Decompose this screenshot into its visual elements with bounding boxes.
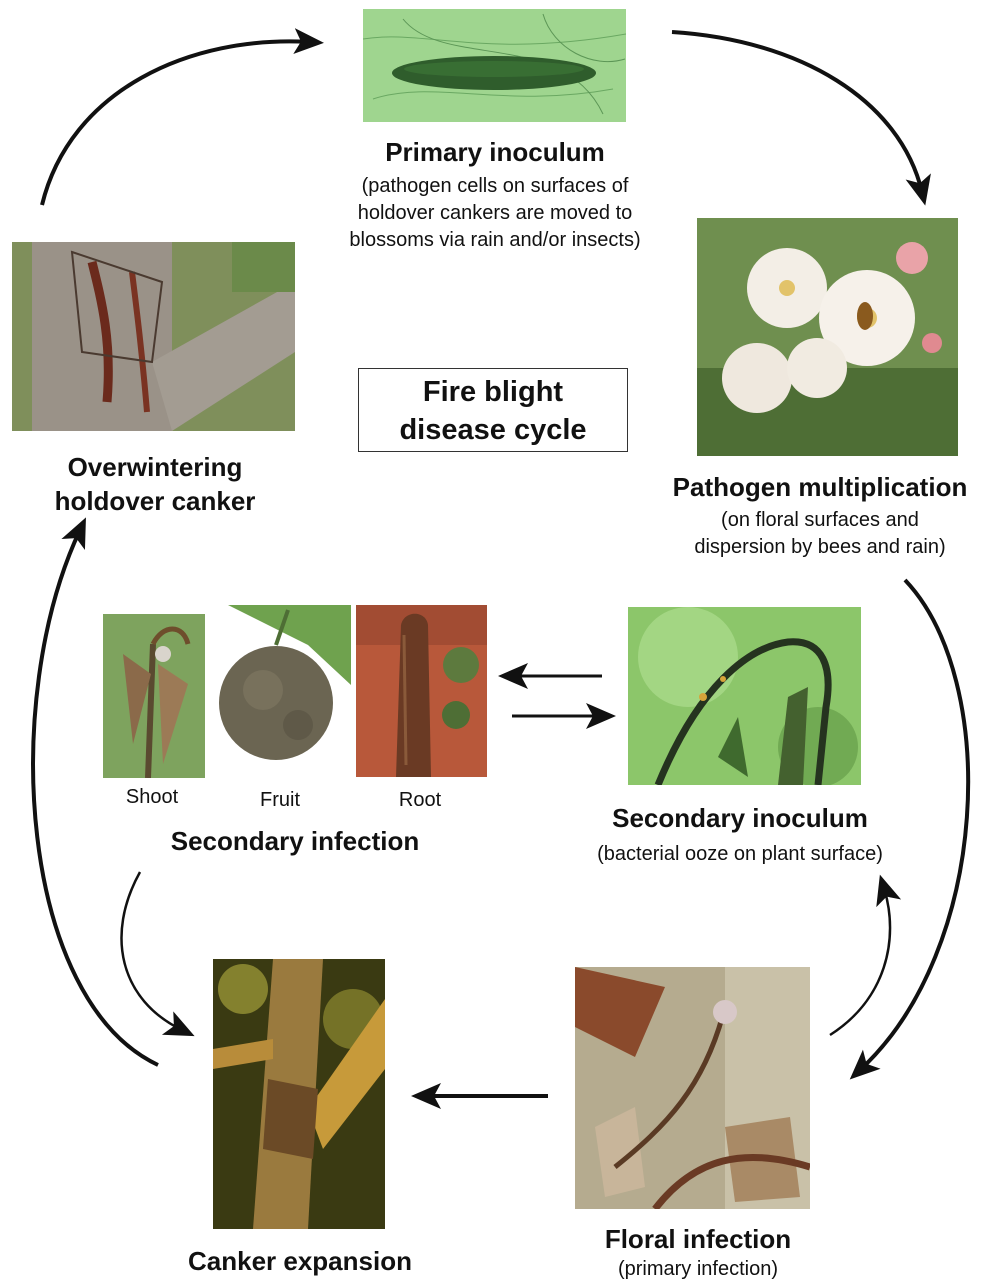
arrow-secondary-infection-to-canker [121,872,182,1030]
fruit-infection-image [208,605,351,775]
holdover-canker-image [12,242,295,431]
pathogen-multiplication-line-2: dispersion by bees and rain) [650,534,990,561]
diagram-title-line-2: disease cycle [359,411,627,449]
fruit-label: Fruit [230,789,330,812]
apple-blossom-bee-image [697,218,958,456]
diagram-title-line-1: Fire blight [359,373,627,411]
floral-infection-title: Floral infection [548,1224,848,1255]
root-label: Root [370,789,470,812]
diagram-title-box: Fire blight disease cycle [358,368,628,452]
canker-expansion-image [213,959,385,1229]
secondary-inoculum-title: Secondary inoculum [585,803,895,834]
pathogen-multiplication-title: Pathogen multiplication [640,472,990,503]
canker-expansion-title: Canker expansion [150,1246,450,1277]
arrow-floral-to-secondary-inoculum [830,888,890,1035]
pathogen-multiplication-description: (on floral surfaces and dispersion by be… [650,507,990,561]
floral-infection-description: (primary infection) [548,1258,848,1281]
overwintering-line-2: holdover canker [20,484,290,518]
primary-inoculum-title: Primary inoculum [330,137,660,168]
bacterium-micrograph-image [363,9,626,122]
primary-inoculum-line-3: blossoms via rain and/or insects) [300,227,690,254]
primary-inoculum-line-2: holdover cankers are moved to [300,200,690,227]
secondary-inoculum-description: (bacterial ooze on plant surface) [560,843,920,866]
secondary-infection-title: Secondary infection [140,826,450,857]
arrow-overwintering-to-primary [42,41,310,205]
shoot-infection-image [103,614,205,778]
root-infection-image [356,605,487,777]
floral-infection-image [575,967,810,1209]
overwintering-line-1: Overwintering [20,450,290,484]
overwintering-title: Overwintering holdover canker [20,450,290,518]
shoot-label: Shoot [100,786,204,809]
pathogen-multiplication-line-1: (on floral surfaces and [650,507,990,534]
bacterial-ooze-image [628,607,861,785]
primary-inoculum-line-1: (pathogen cells on surfaces of [300,173,690,200]
arrow-primary-to-multiplication [672,32,922,192]
primary-inoculum-description: (pathogen cells on surfaces of holdover … [300,173,690,254]
